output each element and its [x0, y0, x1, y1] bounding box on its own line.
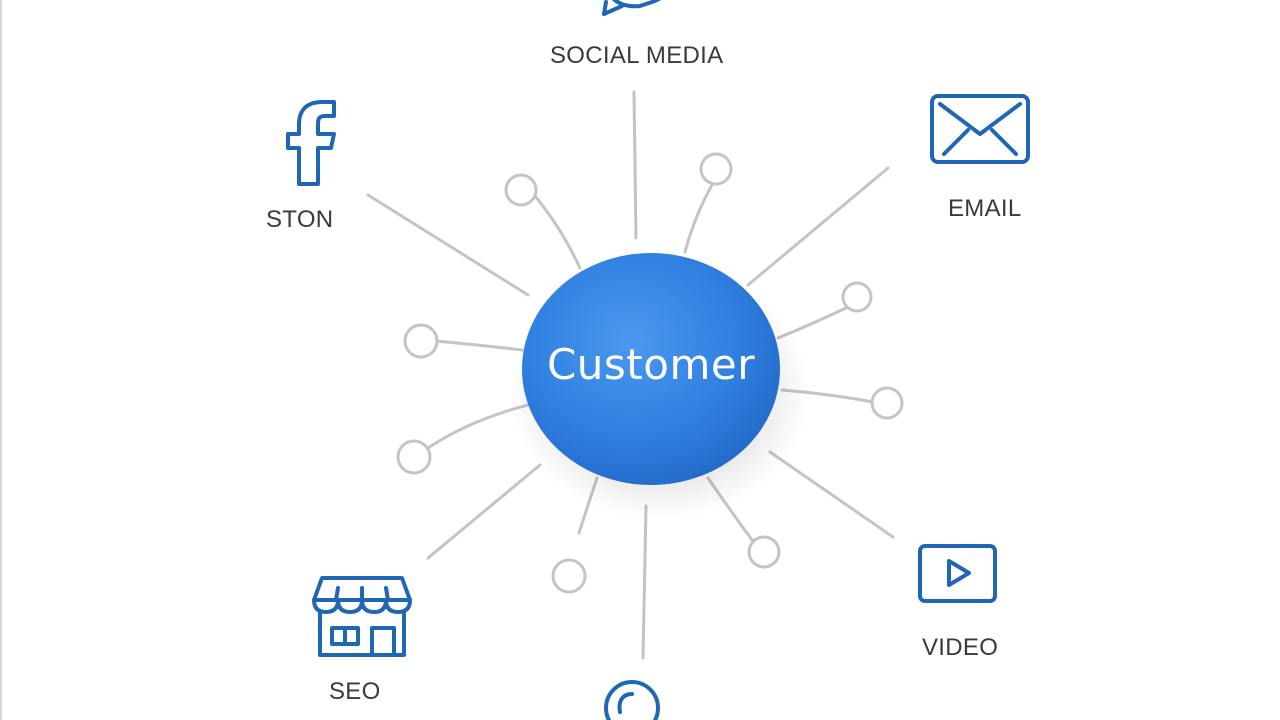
connector-bottom: [641, 504, 648, 660]
connector-seo: [426, 463, 542, 560]
node-left-mid: [403, 323, 439, 359]
connector-ston: [366, 193, 530, 297]
chat-bubble-icon: [602, 0, 662, 16]
label-ston: STON: [266, 206, 334, 233]
envelope-icon: [930, 94, 1030, 164]
label-email: EMAIL: [948, 195, 1022, 222]
storefront-icon: [312, 576, 412, 657]
customer-hub: [522, 253, 780, 485]
circle-icon: [604, 680, 660, 720]
node-right-upper: [841, 281, 873, 313]
label-social-media: SOCIAL MEDIA: [550, 42, 724, 69]
play-icon: [918, 544, 997, 603]
connector-social-media: [632, 90, 638, 240]
node-top-right: [699, 152, 733, 186]
connector-email: [746, 166, 890, 287]
branch-left-mid: [434, 339, 524, 352]
branch-top-right: [683, 183, 714, 254]
node-right-mid: [870, 386, 904, 420]
label-video: VIDEO: [922, 634, 999, 661]
label-seo: SEO: [329, 678, 381, 705]
node-left-lower: [396, 439, 432, 475]
node-left-upper: [504, 173, 538, 207]
node-bottom-right: [747, 535, 781, 569]
node-bottom-left: [551, 558, 587, 594]
hub-label: Customer: [546, 340, 755, 389]
branch-left-upper: [528, 188, 582, 270]
connector-video: [768, 450, 895, 539]
facebook-icon: [286, 100, 336, 186]
left-border: [0, 0, 2, 720]
